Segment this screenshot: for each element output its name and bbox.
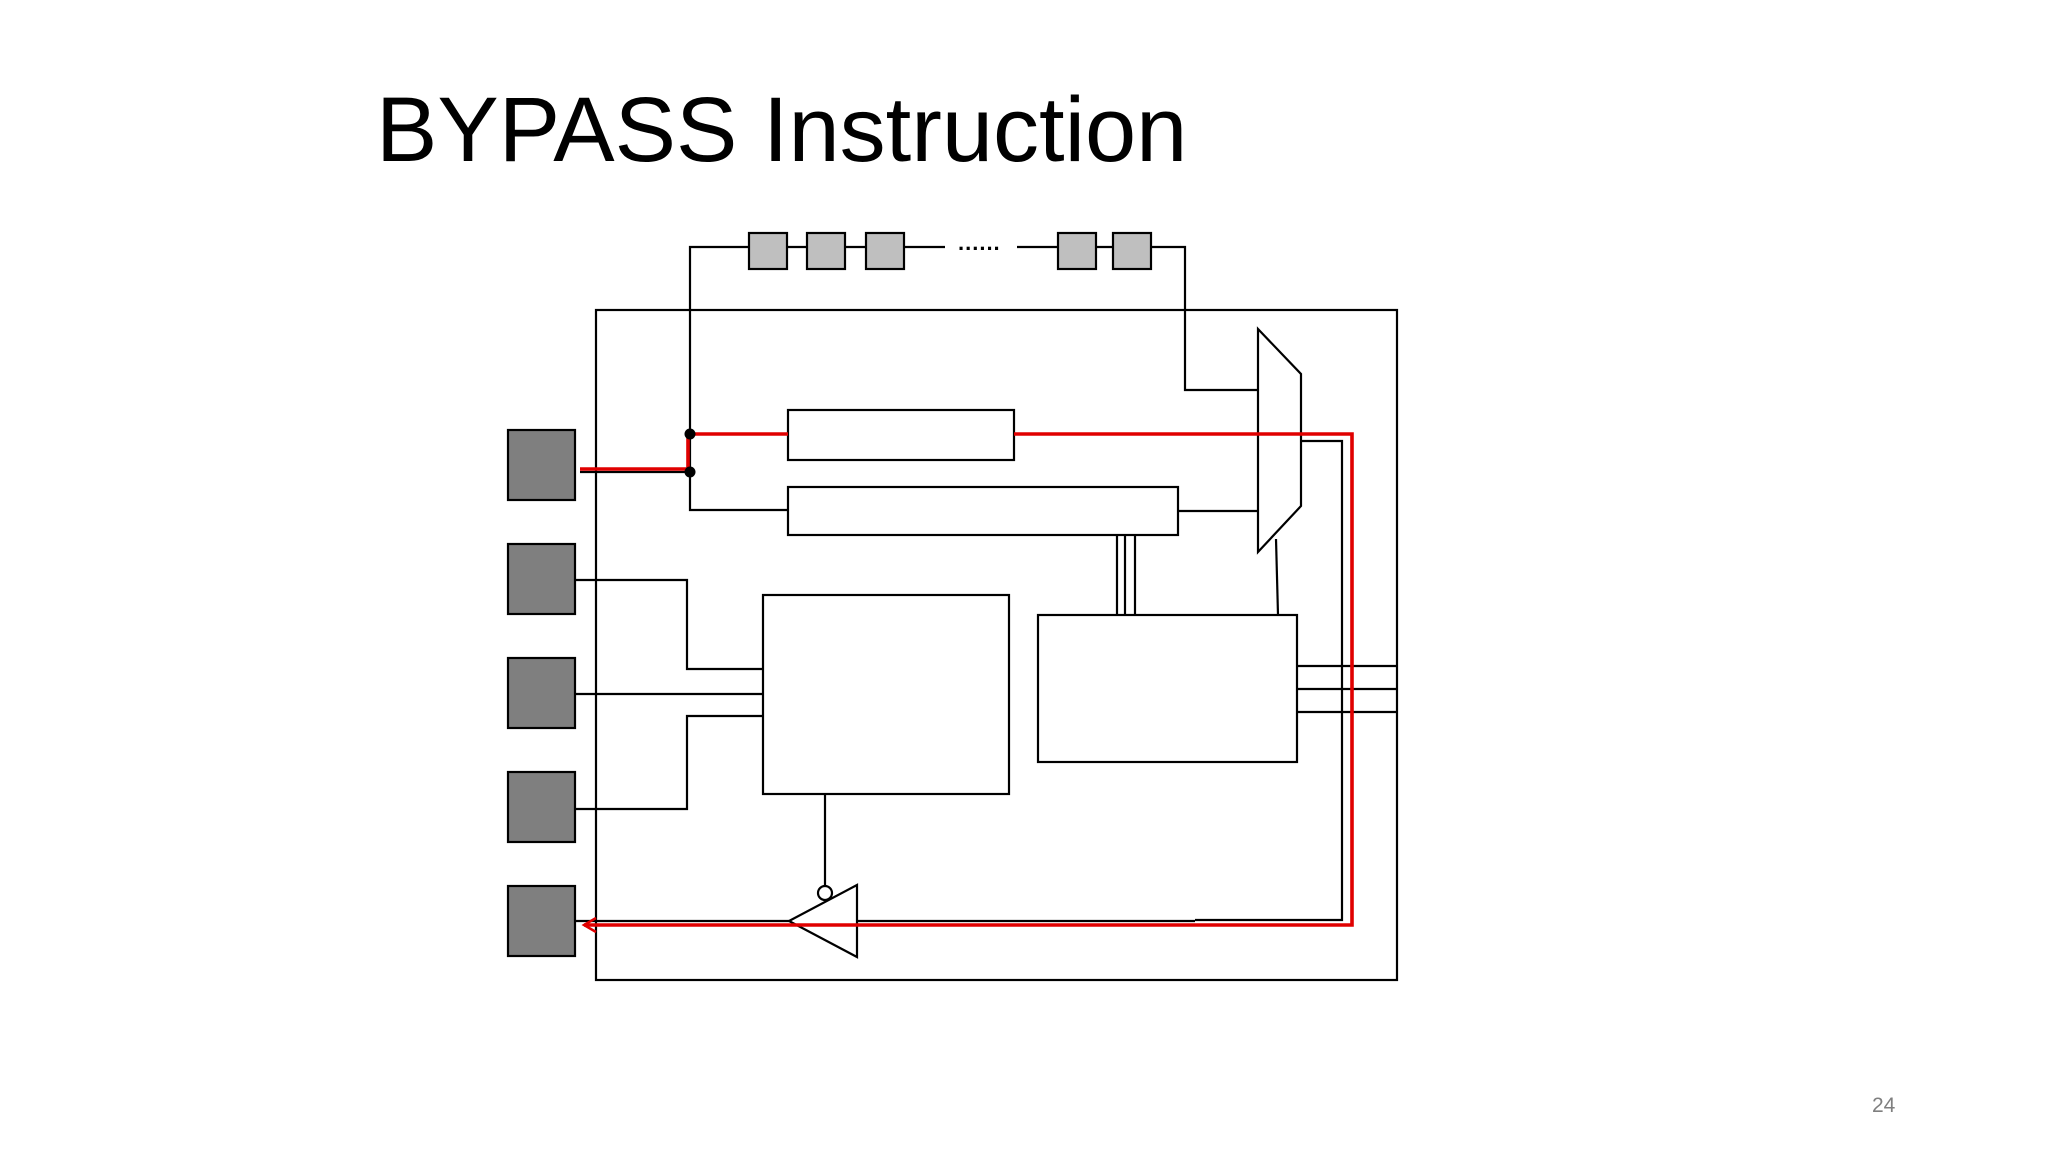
chip-outline [594, 308, 1399, 982]
io-pins [506, 428, 577, 958]
junction-dot [684, 466, 696, 478]
buffer-enable-bubble [816, 884, 834, 902]
io-pin [506, 428, 577, 502]
scan-cell [1056, 231, 1098, 271]
io-pin [506, 884, 577, 958]
scan-cell [1111, 231, 1153, 271]
scan-cell [747, 231, 789, 271]
scan-cell [805, 231, 847, 271]
page-number: 24 [1872, 1094, 1896, 1117]
boundary-scan-chain [688, 231, 1258, 432]
io-pin [506, 542, 577, 616]
scan-chain-ellipsis: ...... [958, 230, 1001, 255]
io-pin [506, 656, 577, 730]
io-pin [506, 770, 577, 844]
slide-title: BYPASS Instruction [376, 79, 1188, 181]
tap-controller [1036, 613, 1299, 764]
core-logic [761, 593, 1011, 796]
instruction-register [786, 485, 1180, 537]
output-mux [1256, 326, 1303, 555]
bypass-path-highlight [580, 432, 1354, 934]
scan-cell [864, 231, 906, 271]
bypass-register [786, 408, 1016, 462]
junction-dot [684, 428, 696, 440]
